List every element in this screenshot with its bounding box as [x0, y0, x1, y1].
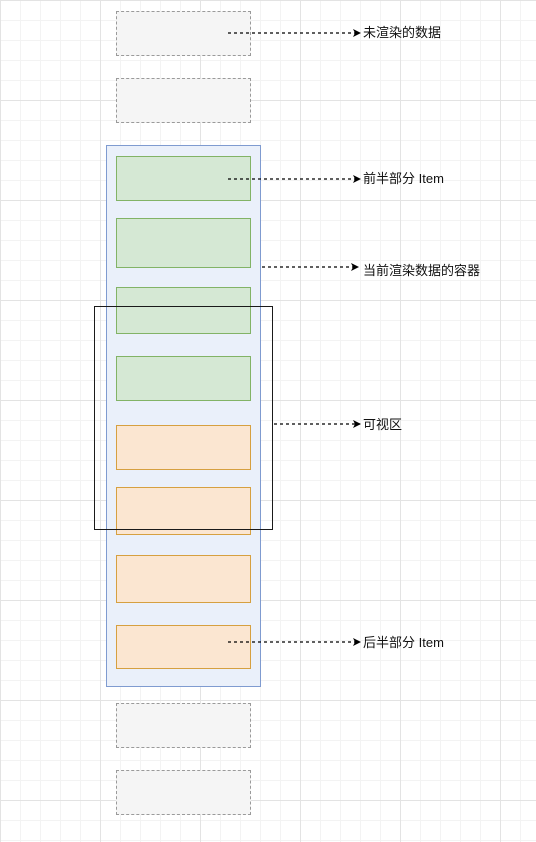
- second-half-item-1: [116, 425, 251, 470]
- first-half-item-3: [116, 287, 251, 334]
- label-unrendered: 未渲染的数据: [363, 25, 442, 40]
- unrendered-item-bottom-1: [116, 703, 251, 748]
- viewport-box: [94, 306, 273, 530]
- second-half-item-3: [116, 555, 251, 603]
- label-container: 当前渲染数据的容器: [363, 263, 481, 278]
- unrendered-item-top-2: [116, 78, 251, 123]
- second-half-item-2: [116, 487, 251, 535]
- label-second-half: 后半部分 Item: [363, 635, 444, 650]
- first-half-item-4: [116, 356, 251, 401]
- first-half-item-2: [116, 218, 251, 268]
- label-viewport: 可视区: [363, 417, 403, 432]
- second-half-item-4: [116, 625, 251, 669]
- unrendered-item-bottom-2: [116, 770, 251, 815]
- label-first-half: 前半部分 Item: [363, 171, 444, 186]
